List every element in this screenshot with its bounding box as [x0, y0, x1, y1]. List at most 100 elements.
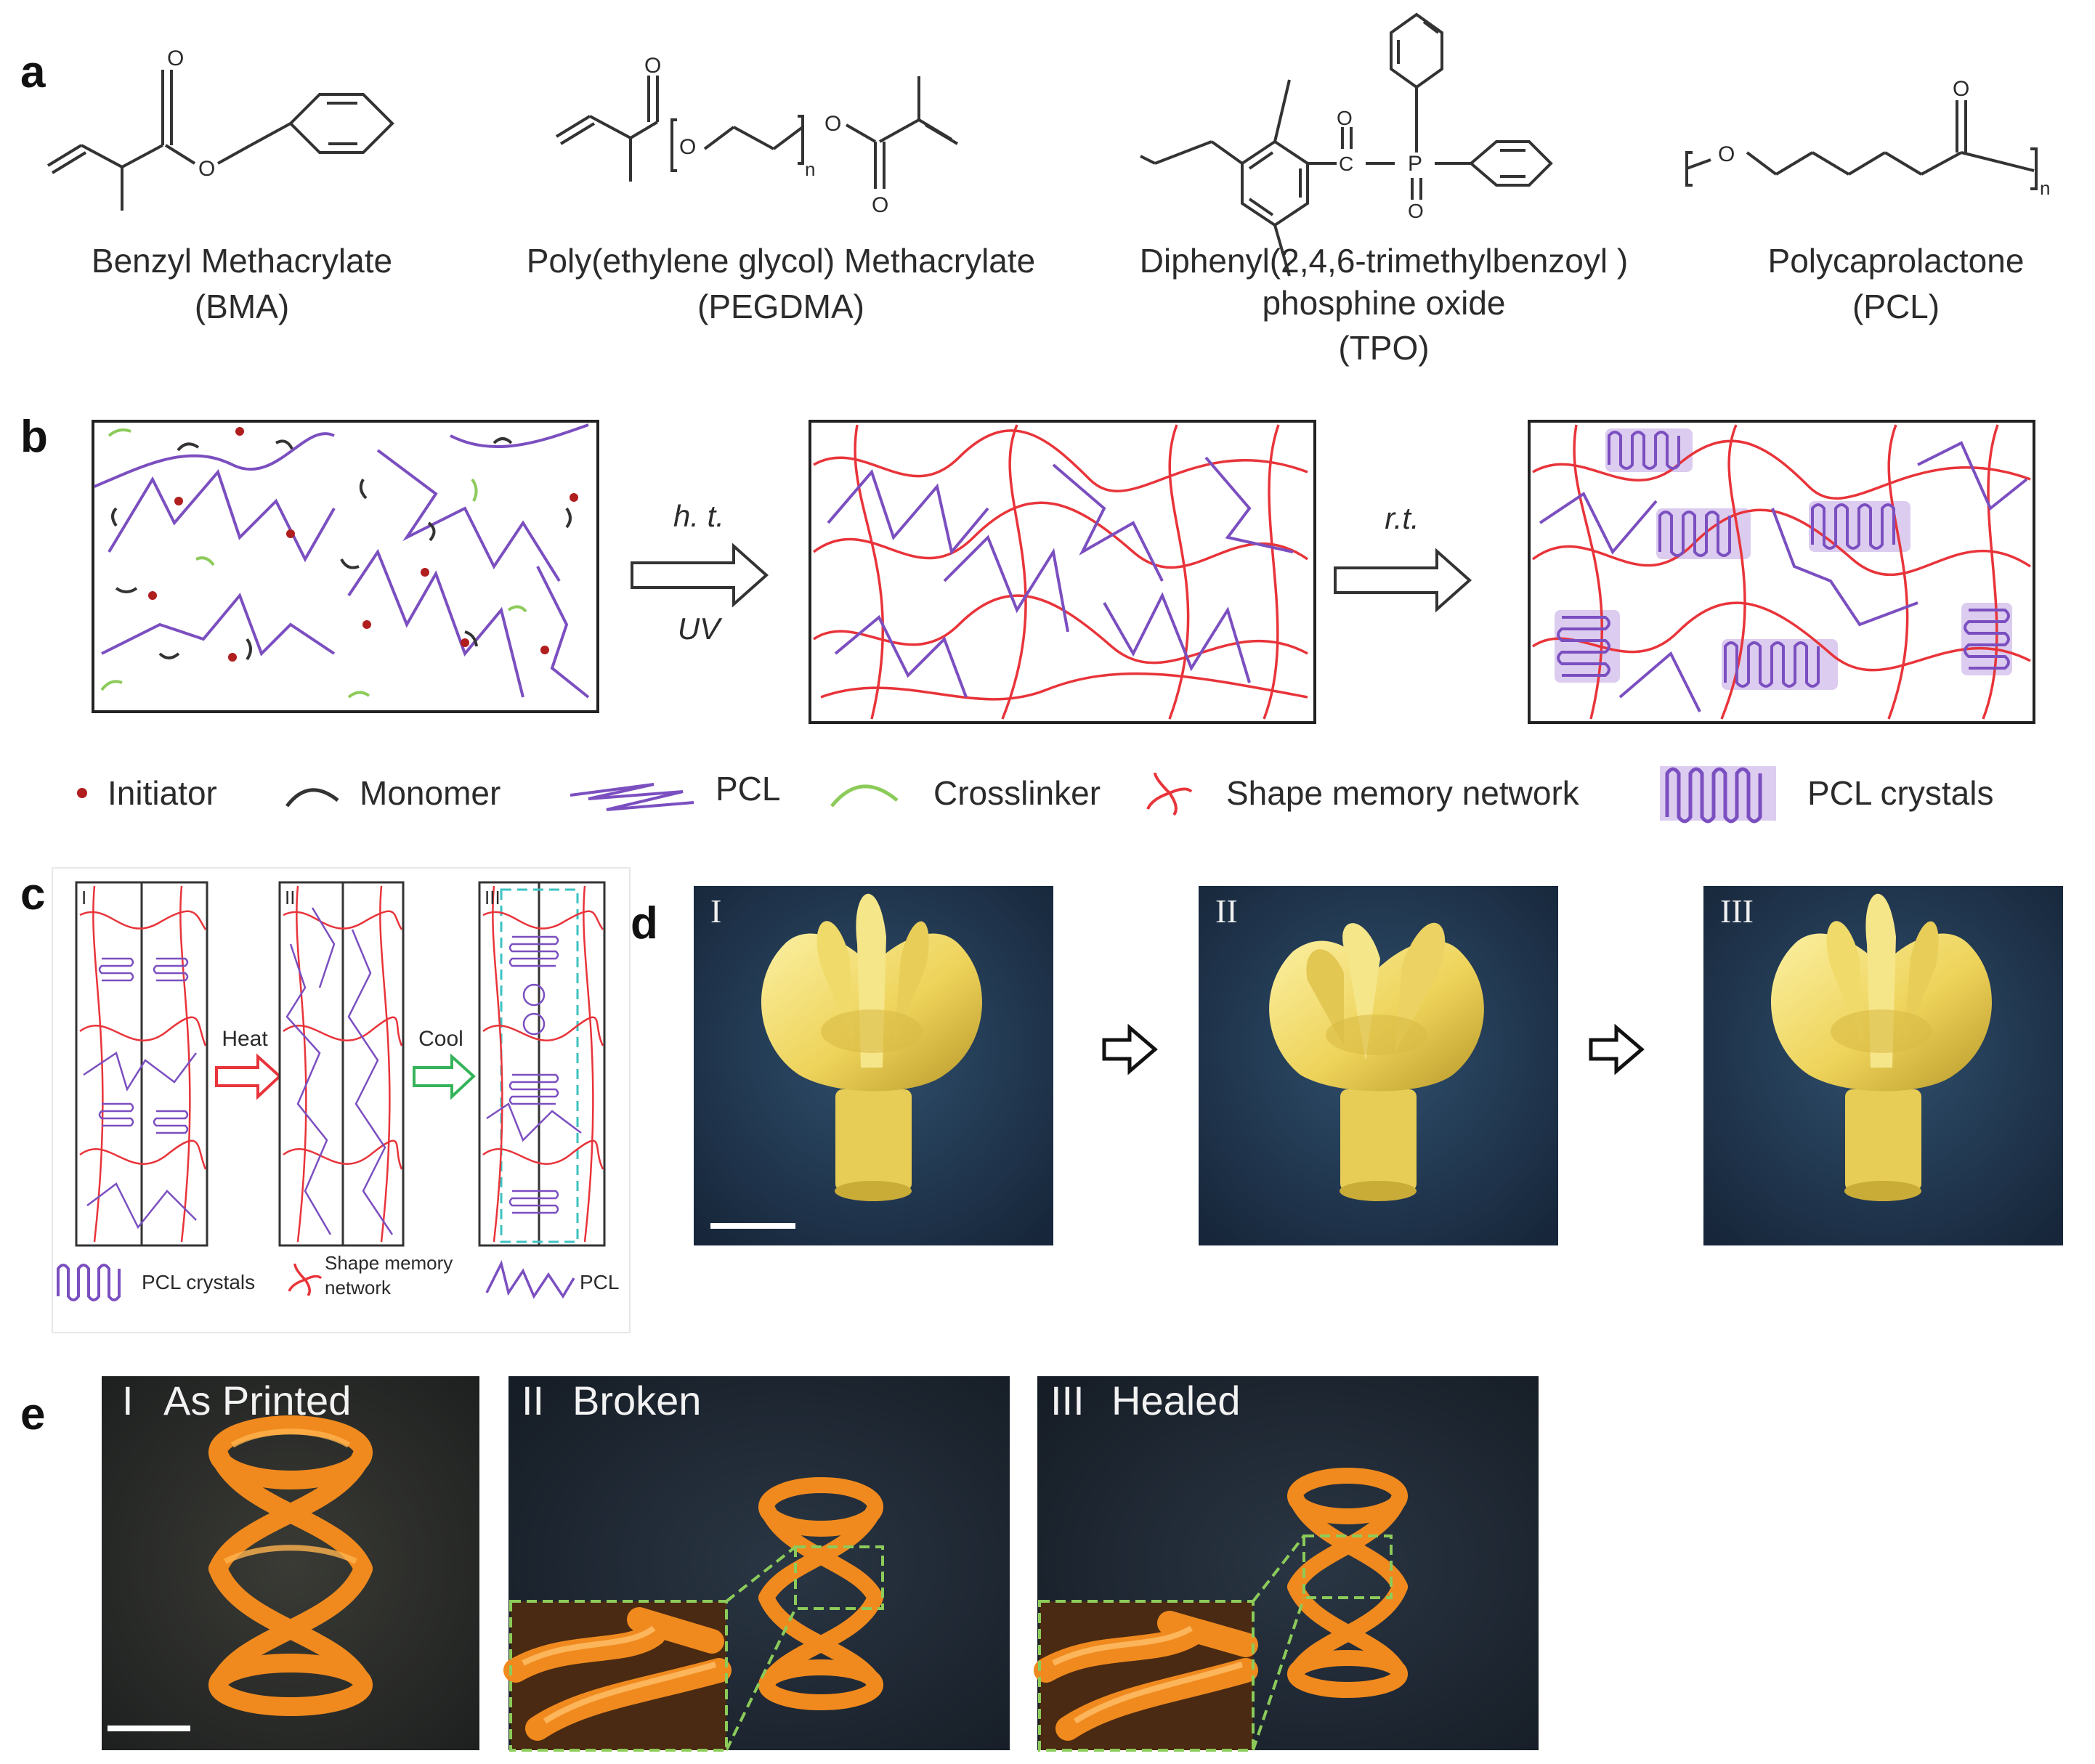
legend-monomer: Monomer [360, 774, 501, 812]
cool-arrow [413, 1053, 476, 1100]
pegdma-o-top: O [644, 54, 661, 78]
photo-e-III [1034, 1376, 1539, 1752]
pegdma-o-bottom: O [872, 193, 888, 217]
legend-network: Shape memory network [1226, 774, 1580, 812]
photo-e-I [102, 1376, 479, 1750]
legend-pcl-swatch [570, 783, 694, 811]
panel-c: c I Heat [20, 867, 631, 1333]
legend-initiator-swatch [77, 788, 87, 798]
photo-d-III-label: III [1720, 893, 1754, 930]
tpo-p: P [1408, 152, 1422, 176]
legend-c-network-line2: network [325, 1277, 392, 1298]
arrow-ht-uv [631, 542, 769, 608]
legend-c-crystals: PCL crystals [142, 1271, 255, 1293]
photo-e-I-title: As Printed [163, 1378, 351, 1423]
legend-network-swatch [1146, 772, 1193, 816]
panel-letter-d: d [631, 898, 658, 948]
pcl-structure [1685, 100, 2038, 190]
photo-d-II-label: II [1215, 893, 1238, 930]
cool-label: Cool [418, 1027, 463, 1051]
pcl-abbr: (PCL) [1852, 288, 1940, 325]
crystal-box [1528, 420, 2035, 724]
photo-d-I [694, 886, 1053, 1245]
legend-crosslinker: Crosslinker [933, 774, 1101, 812]
panel-letter-b: b [20, 412, 48, 462]
yellow-part-open [761, 893, 983, 1201]
yellow-part-recovered [1770, 893, 1993, 1201]
pegdma-o-ester: O [824, 112, 841, 136]
legend-crosslinker-swatch [830, 784, 899, 808]
photo-d-II [1199, 886, 1558, 1245]
photo-e-I-label: I [122, 1378, 134, 1423]
pegdma-name: Poly(ethylene glycol) Methacrylate [527, 242, 1036, 280]
legend-crystals-swatch [1660, 766, 1776, 824]
stage-II [278, 881, 405, 1247]
pegdma-o-chain: O [679, 135, 696, 159]
stage-III-label: III [485, 887, 501, 909]
photo-e-II [503, 1376, 1010, 1752]
stage-II-label: II [285, 887, 295, 909]
arrow-d-1 [1102, 1023, 1158, 1076]
legend-b: Initiator Monomer PCL Crosslinker Shape … [77, 766, 1993, 824]
panel-letter-a: a [20, 47, 46, 97]
pegdma-structure [555, 76, 959, 189]
panel-letter-c: c [20, 869, 45, 919]
tpo-abbr: (TPO) [1338, 329, 1429, 367]
legend-pcl: PCL [716, 770, 780, 808]
bma-o-ester: O [198, 157, 215, 181]
legend-monomer-swatch [285, 788, 339, 808]
pcl-o-chain: O [1718, 142, 1735, 166]
tpo-structure [1140, 12, 1553, 277]
tpo-c: C [1339, 153, 1353, 175]
legend-c-network-line1: Shape memory [325, 1252, 453, 1274]
arrow1-label-bottom: UV [678, 611, 723, 646]
inset-broken [503, 1600, 732, 1752]
bma-abbr: (BMA) [195, 288, 289, 325]
legend-c: PCL crystals Shape memory network PCL [57, 1252, 619, 1301]
photo-e-III-title: Healed [1111, 1378, 1240, 1423]
photo-d-III [1703, 886, 2063, 1245]
orange-lattice-intact [208, 1415, 373, 1716]
network-box [809, 420, 1316, 724]
inset-healed [1034, 1600, 1258, 1752]
stage-I [75, 881, 208, 1247]
yellow-part-deformed [1269, 922, 1484, 1201]
photo-e-II-title: Broken [572, 1378, 701, 1423]
photo-e-II-label: II [522, 1378, 544, 1423]
pcl-name: Polycaprolactone [1768, 242, 2025, 280]
orange-lattice-healed [1287, 1468, 1408, 1698]
arrow2-label-top: r.t. [1385, 501, 1419, 535]
photo-e-III-label: III [1050, 1378, 1085, 1423]
panel-a: a O O Benzyl Methacrylate (BMA) [20, 12, 2050, 367]
pcl-o-carbonyl: O [1953, 77, 1969, 101]
legend-c-pcl: PCL [580, 1271, 619, 1293]
pcl-n: n [2040, 177, 2050, 199]
legend-initiator: Initiator [108, 774, 217, 812]
heat-arrow [215, 1053, 282, 1100]
panel-e: e I As Printed [20, 1376, 1539, 1752]
orange-lattice-broken [758, 1477, 883, 1710]
legend-crystals: PCL crystals [1807, 774, 1993, 812]
tpo-o-carbonyl: O [1337, 107, 1353, 129]
arrow-d-2 [1589, 1023, 1645, 1076]
bma-structure [46, 70, 394, 211]
arrow1-label-top: h. t. [673, 499, 724, 533]
legend-c-crystals-swatch [57, 1264, 121, 1301]
bma-name: Benzyl Methacrylate [92, 242, 392, 280]
precursor-box [92, 420, 599, 713]
tpo-o-phosphoryl: O [1408, 200, 1424, 222]
pegdma-abbr: (PEGDMA) [697, 288, 864, 325]
bma-o-top: O [167, 46, 184, 70]
pegdma-n: n [805, 158, 815, 180]
legend-c-pcl-swatch [485, 1259, 575, 1299]
photo-d-I-label: I [710, 893, 721, 930]
panel-d: d I [631, 886, 2063, 1245]
heat-label: Heat [222, 1027, 268, 1051]
tpo-name: Diphenyl(2,4,6-trimethylbenzoyl ) [1140, 242, 1628, 280]
panel-b: b [20, 412, 2035, 824]
stage-I-label: I [81, 887, 86, 909]
stage-III [478, 881, 606, 1247]
panel-letter-e: e [20, 1389, 45, 1439]
arrow-rt [1334, 548, 1472, 613]
tpo-name-line2: phosphine oxide [1262, 284, 1505, 322]
